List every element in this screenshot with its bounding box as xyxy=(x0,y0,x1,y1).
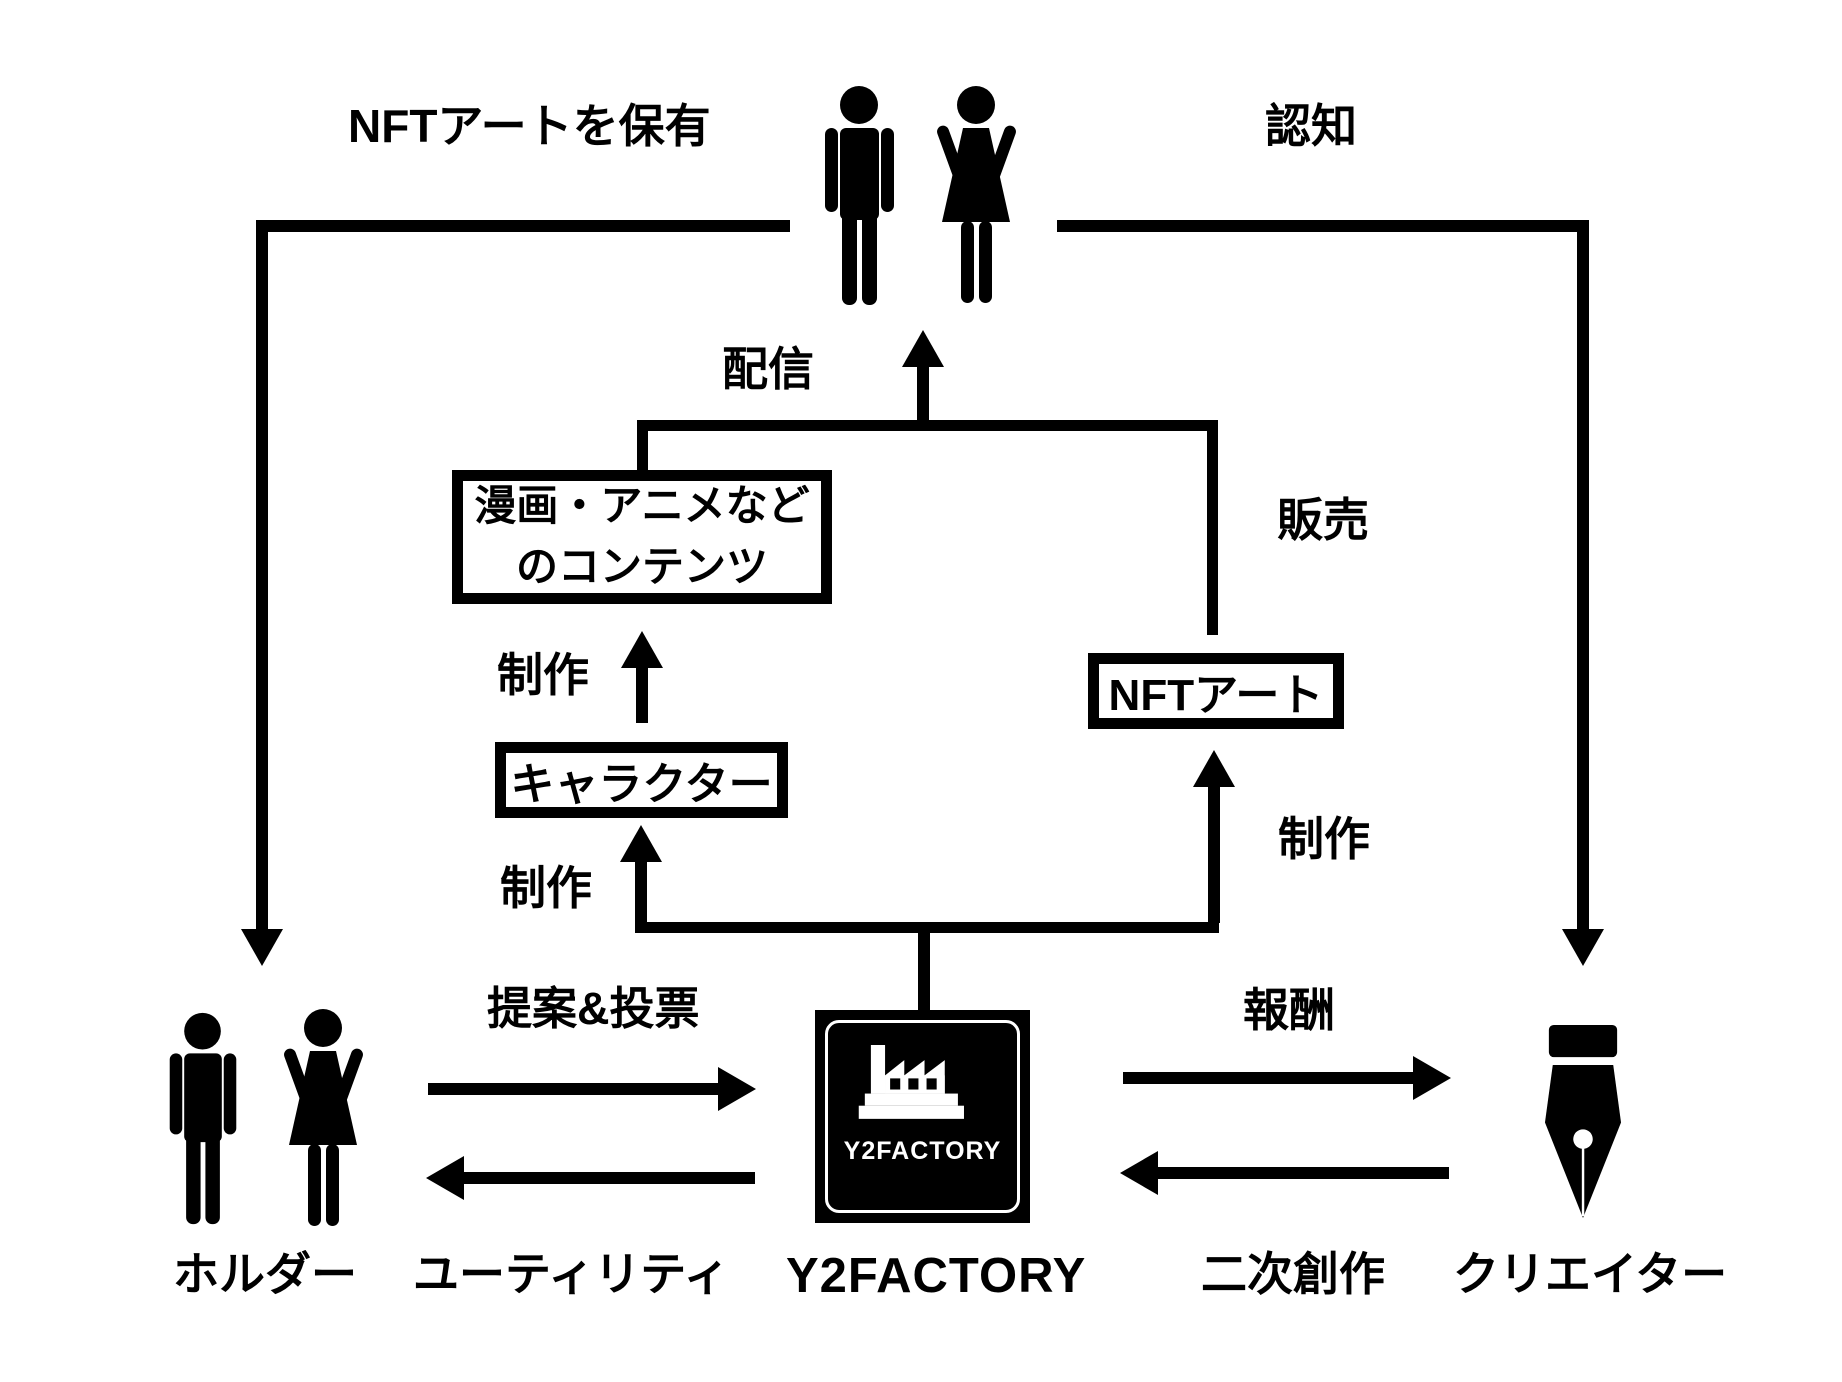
distribution-arrowhead xyxy=(902,330,944,367)
holder-label: ホルダー xyxy=(173,1248,357,1300)
distribution-arrow-shaft xyxy=(917,366,929,422)
top-connector-line-left xyxy=(257,220,790,232)
holding-flow-label: NFTアートを保有 xyxy=(348,100,711,152)
produce-nft-arrowhead xyxy=(1193,750,1235,787)
character-node-text: キャラクター xyxy=(510,760,773,809)
audience-woman-icon xyxy=(937,86,1016,303)
produce-character-arrow-shaft xyxy=(635,861,647,923)
production-branch-line xyxy=(635,922,1219,933)
awareness-down-line xyxy=(1577,220,1589,930)
content-node-line2: のコンテンツ xyxy=(515,543,768,590)
pen-nib-icon xyxy=(1544,1025,1622,1219)
utility-arrowhead xyxy=(426,1156,464,1200)
proposal-vote-arrow-shaft xyxy=(428,1083,719,1095)
utility-label: ユーティリティ xyxy=(413,1248,730,1300)
production-content-label: 制作 xyxy=(497,649,589,701)
distribution-leg-content xyxy=(637,430,648,471)
holder-man-icon xyxy=(169,1012,237,1225)
reward-arrow-shaft xyxy=(1123,1072,1414,1084)
y2factory-logo-text: Y2FACTORY xyxy=(843,1137,1002,1165)
produce-content-arrowhead xyxy=(621,631,663,668)
y2factory-label: Y2FACTORY xyxy=(786,1249,1087,1303)
distribution-label: 配信 xyxy=(722,343,814,395)
holding-arrowhead xyxy=(241,929,283,966)
derivative-label: 二次創作 xyxy=(1201,1248,1385,1300)
content-node: 漫画・アニメなど のコンテンツ xyxy=(452,470,832,604)
reward-label: 報酬 xyxy=(1243,984,1335,1036)
y2factory-riser-line xyxy=(918,932,930,1011)
character-node: キャラクター xyxy=(495,742,788,818)
holding-down-line xyxy=(256,220,268,930)
top-connector-line-right xyxy=(1057,220,1585,232)
creator-label: クリエイター xyxy=(1453,1248,1728,1300)
produce-content-arrow-shaft xyxy=(636,667,648,723)
sales-leg-nft xyxy=(1207,430,1218,635)
awareness-flow-label: 認知 xyxy=(1265,100,1357,152)
nft-art-node-text: NFTアート xyxy=(1108,671,1324,720)
awareness-arrowhead xyxy=(1562,929,1604,966)
proposal-vote-label: 提案&投票 xyxy=(487,983,700,1034)
nft-art-node: NFTアート xyxy=(1088,653,1344,729)
holder-woman-icon xyxy=(284,1009,363,1226)
distribution-branch-line xyxy=(637,420,1218,431)
production-nft-label: 制作 xyxy=(1278,813,1370,865)
y2factory-logo: Y2FACTORY xyxy=(815,1010,1030,1223)
audience-man-icon xyxy=(825,86,894,305)
proposal-vote-arrowhead xyxy=(718,1067,756,1111)
content-node-line1: 漫画・アニメなど xyxy=(474,482,810,530)
produce-nft-arrow-shaft xyxy=(1208,786,1220,923)
sales-label: 販売 xyxy=(1277,494,1369,546)
production-character-label: 制作 xyxy=(500,862,592,914)
derivative-arrowhead xyxy=(1120,1151,1158,1195)
y2factory-logo-frame: Y2FACTORY xyxy=(825,1020,1020,1213)
factory-icon xyxy=(858,1045,964,1119)
derivative-arrow-shaft xyxy=(1158,1167,1449,1179)
produce-character-arrowhead xyxy=(620,825,662,862)
utility-arrow-shaft xyxy=(464,1172,755,1184)
reward-arrowhead xyxy=(1413,1056,1451,1100)
